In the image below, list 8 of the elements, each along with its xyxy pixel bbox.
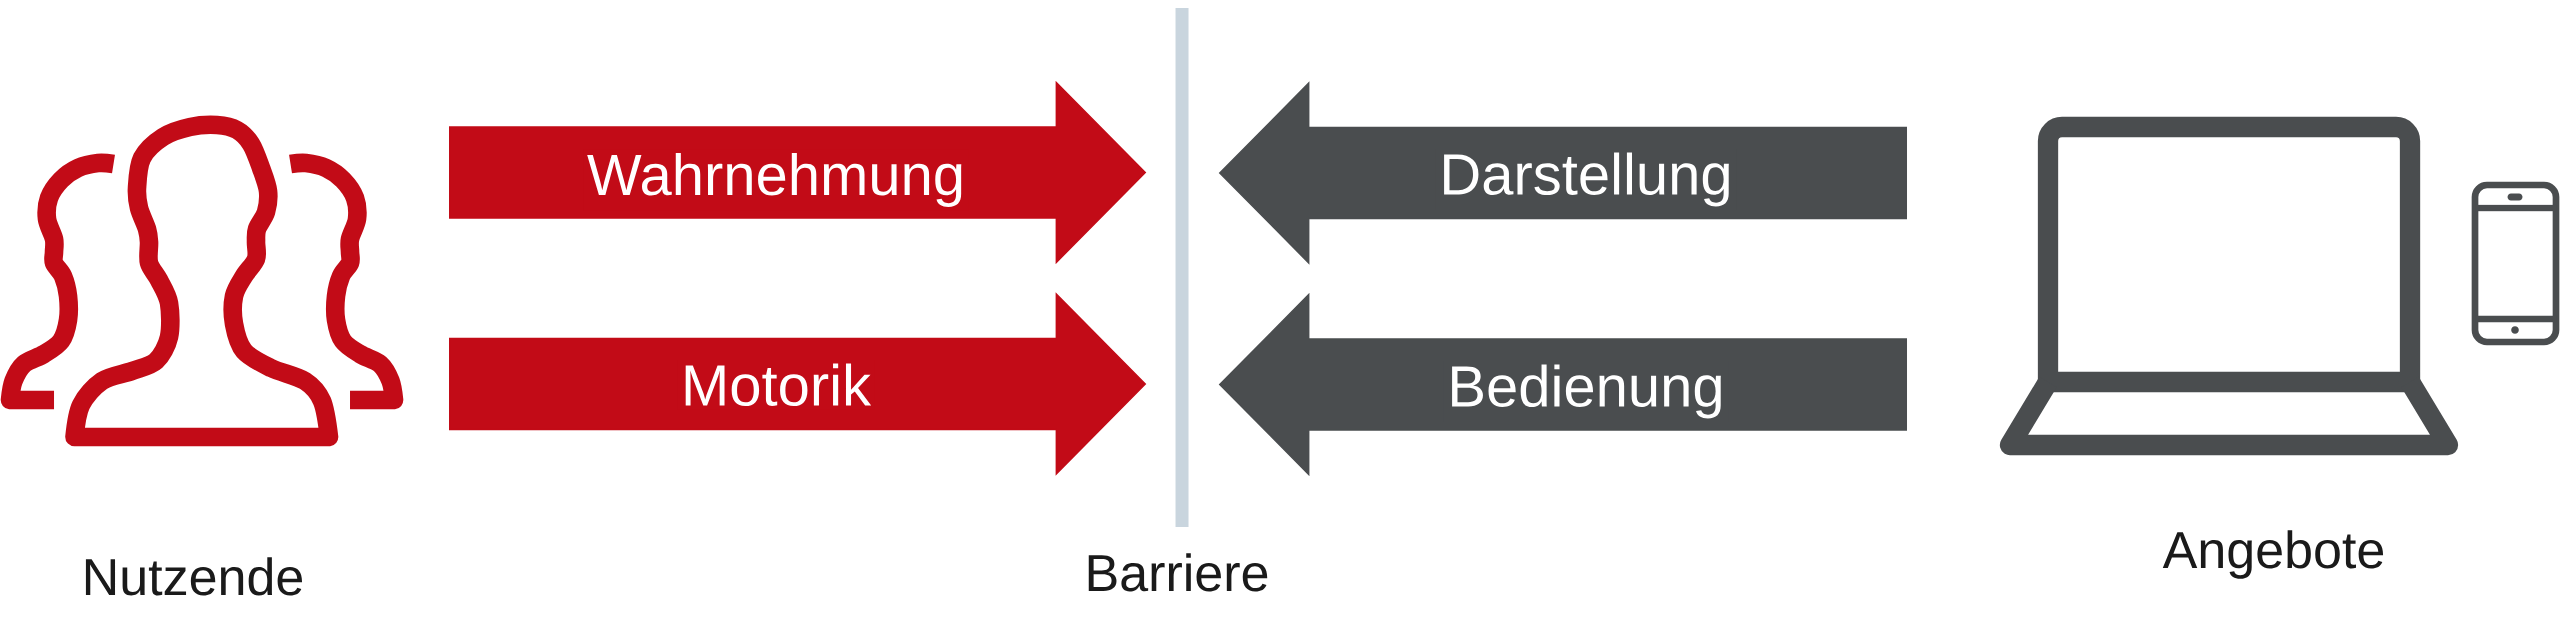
node-label: Angebote [2162,530,2384,579]
node-label: Barriere [1088,553,1268,592]
edge-label: Motorik [677,359,875,410]
edge-label: Darstellung [1435,148,1737,211]
people-icon [0,115,404,447]
edge-label: Bedienung [1443,360,1729,423]
edge-label: Wahrnehmung [583,149,969,211]
node-label: Nutzende [85,557,302,596]
